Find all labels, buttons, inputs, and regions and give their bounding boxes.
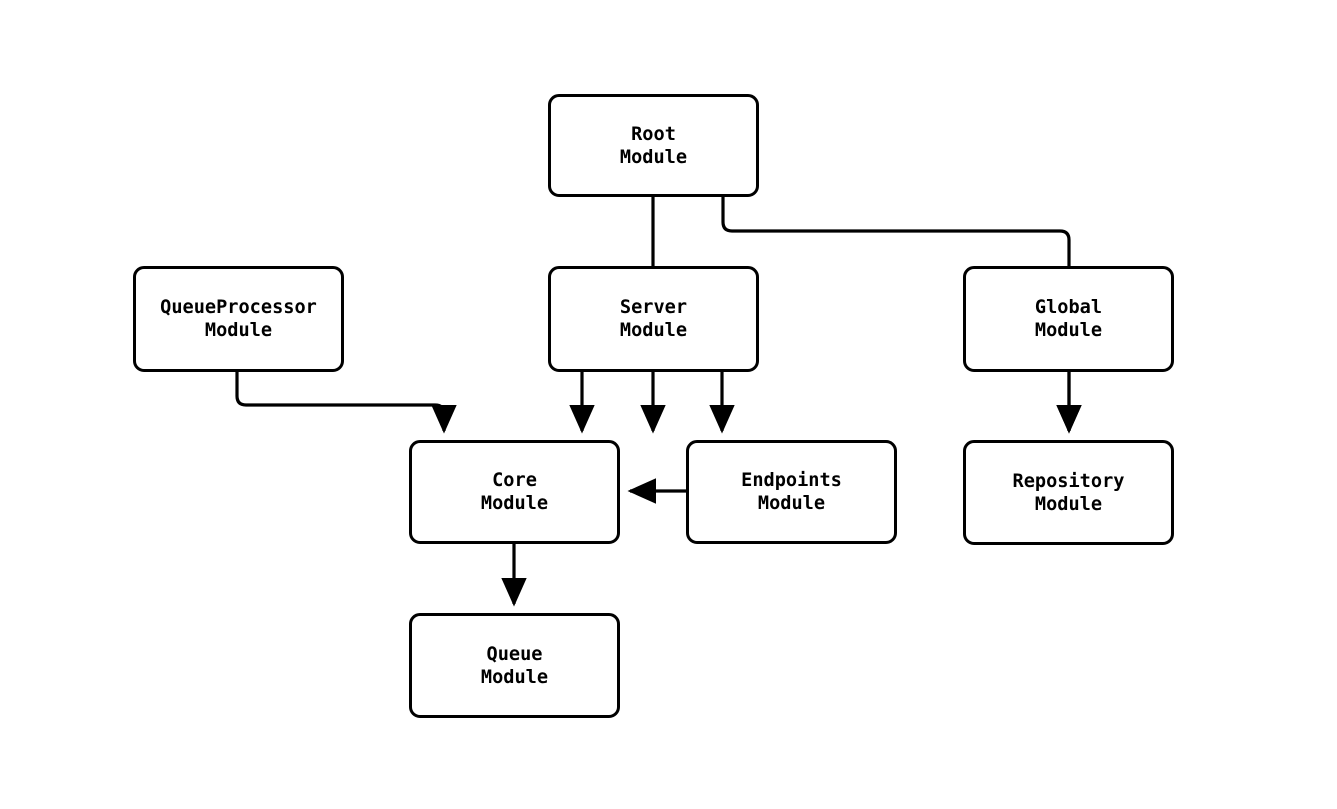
node-endpoints-module-subtitle: Module <box>757 493 826 514</box>
node-root-module-subtitle: Module <box>619 146 688 168</box>
node-queueprocessor-module-title: QueueProcessor <box>160 297 317 318</box>
node-root-module-title: Root <box>631 123 676 145</box>
node-core-module[interactable]: Core Module <box>409 440 620 544</box>
node-queueprocessor-module[interactable]: QueueProcessor Module <box>133 266 344 372</box>
edge-queueprocessor-to-core <box>235 372 457 434</box>
node-server-module-subtitle: Module <box>619 320 688 341</box>
node-global-module-title: Global <box>1034 297 1103 318</box>
node-endpoints-module[interactable]: Endpoints Module <box>686 440 897 544</box>
node-queue-module[interactable]: Queue Module <box>409 613 620 718</box>
node-global-module-subtitle: Module <box>1034 320 1103 341</box>
node-queue-module-subtitle: Module <box>480 666 549 688</box>
node-global-module[interactable]: Global Module <box>963 266 1174 372</box>
node-server-module-title: Server <box>619 297 688 318</box>
node-repository-module-subtitle: Module <box>1034 493 1103 515</box>
node-core-module-title: Core <box>492 470 537 491</box>
node-endpoints-module-title: Endpoints <box>741 470 842 491</box>
node-queue-module-title: Queue <box>486 643 543 665</box>
node-server-module[interactable]: Server Module <box>548 266 759 372</box>
node-root-module[interactable]: Root Module <box>548 94 759 197</box>
node-repository-module-title: Repository <box>1012 470 1125 492</box>
node-core-module-subtitle: Module <box>480 493 549 514</box>
node-repository-module[interactable]: Repository Module <box>963 440 1174 545</box>
node-queueprocessor-module-subtitle: Module <box>204 320 273 341</box>
